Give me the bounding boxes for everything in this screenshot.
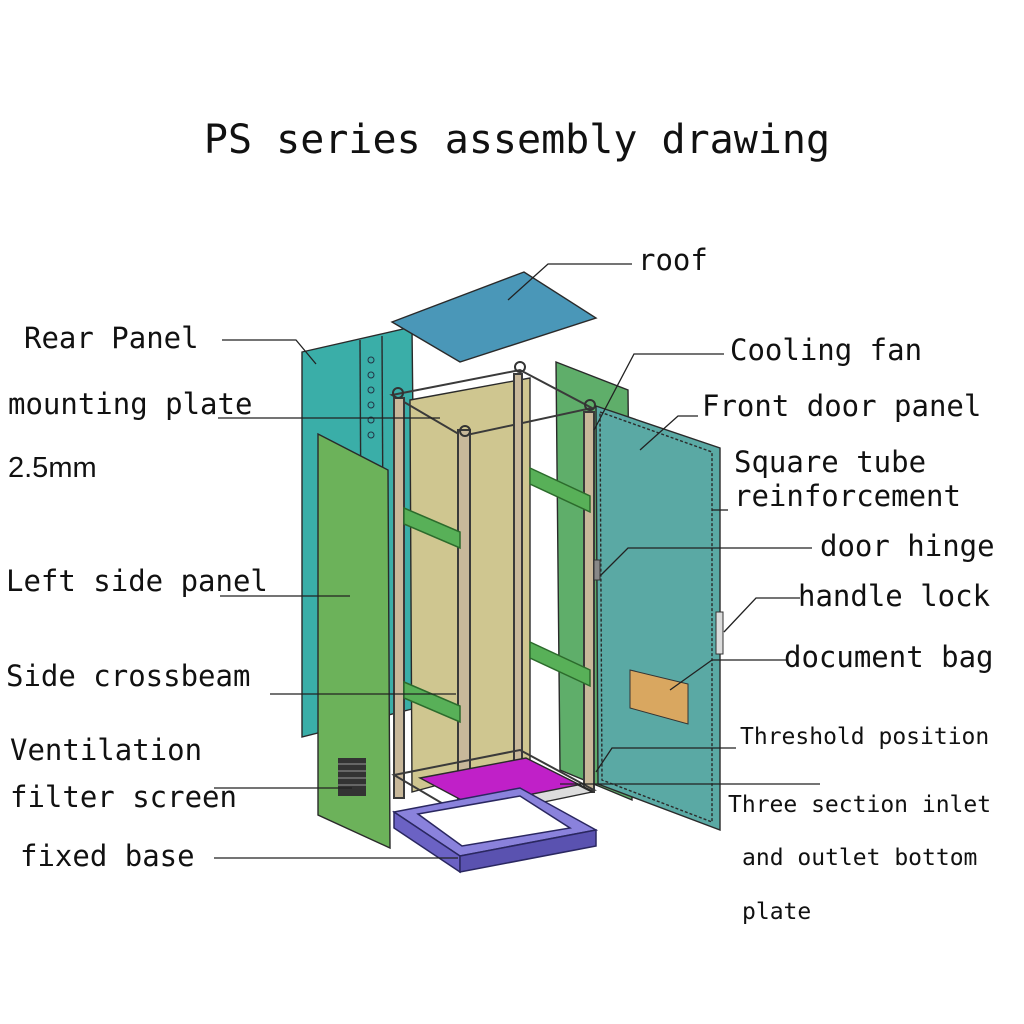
roof	[390, 271, 598, 363]
label-left-side-panel: Left side panel	[6, 564, 268, 598]
label-roof: roof	[638, 243, 708, 277]
label-document-bag: document bag	[784, 640, 994, 674]
fixed-base	[392, 787, 599, 874]
label-ventilation: Ventilation	[10, 733, 202, 767]
label-filter-screen: filter screen	[10, 780, 237, 814]
label-thickness: 2.5mm	[8, 452, 97, 484]
label-handle-lock: handle lock	[798, 579, 991, 613]
label-bottom-plate-1: Three section inlet	[728, 792, 991, 818]
door-hinge-icon	[593, 559, 601, 581]
ventilation-filter-icon	[338, 758, 366, 796]
label-threshold-position: Threshold position	[740, 724, 989, 750]
label-rear-panel: Rear Panel	[24, 321, 199, 355]
label-fixed-base: fixed base	[20, 839, 195, 873]
label-bottom-plate-3: plate	[742, 899, 811, 925]
side-crossbeam	[403, 466, 591, 724]
label-cooling-fan: Cooling fan	[730, 333, 922, 367]
document-bag-icon	[629, 669, 689, 725]
label-bottom-plate-2: and outlet bottom	[742, 845, 977, 871]
leader-lines	[214, 263, 820, 859]
front-door-panel	[595, 405, 721, 832]
label-square-tube: Square tube	[734, 445, 926, 479]
left-side-panel	[317, 432, 391, 850]
label-door-hinge: door hinge	[820, 529, 995, 563]
cabinet-frame	[389, 368, 597, 831]
page-title: PS series assembly drawing	[204, 117, 830, 163]
lifting-eye	[392, 361, 596, 437]
label-reinforcement: reinforcement	[734, 479, 961, 513]
handle-lock-icon	[715, 611, 724, 655]
label-mounting-plate: mounting plate	[8, 387, 252, 421]
rear-panel-holes	[367, 356, 375, 439]
label-front-door-panel: Front door panel	[702, 389, 981, 423]
label-side-crossbeam: Side crossbeam	[6, 659, 250, 693]
